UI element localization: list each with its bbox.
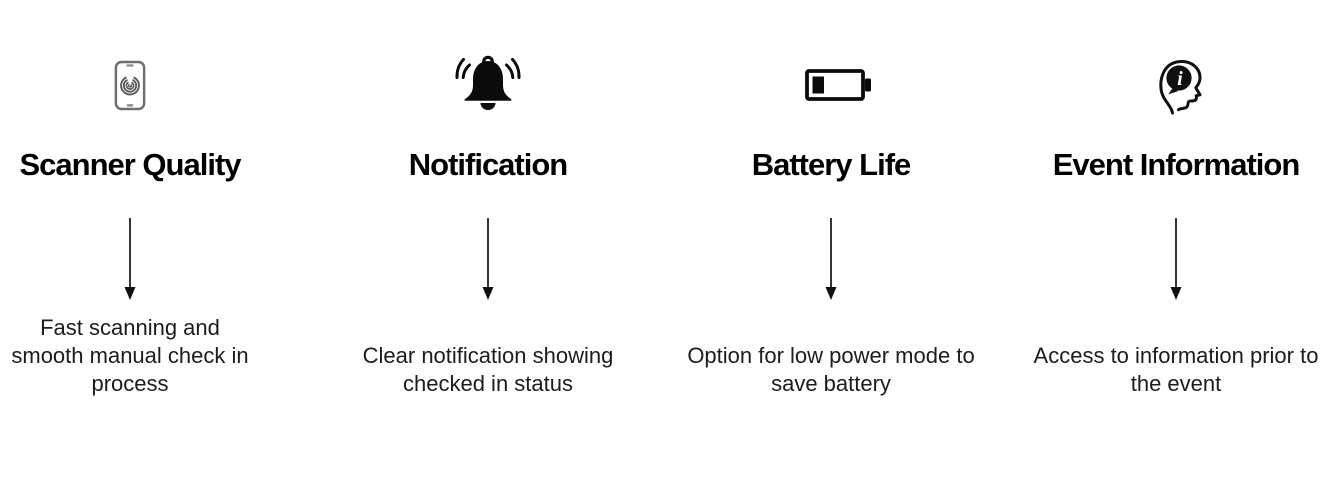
feature-description-box: Access to information prior to the event — [996, 290, 1330, 398]
feature-title: Notification — [408, 147, 569, 182]
down-arrow — [824, 218, 838, 300]
feature-column-scanner-quality: Scanner Quality Fast scanning and smooth… — [0, 0, 310, 498]
down-arrow — [481, 218, 495, 300]
down-arrow — [1169, 218, 1183, 300]
feature-title: Battery Life — [751, 147, 912, 182]
feature-icon-box — [308, 50, 668, 120]
notification-bell-icon — [455, 55, 521, 110]
feature-column-battery-life: Battery Life Option for low power mode t… — [651, 0, 1011, 498]
feature-description: Fast scanning and smooth manual check in… — [11, 315, 249, 396]
down-arrow-icon — [825, 218, 837, 300]
down-arrow-icon — [1170, 218, 1182, 300]
info-glyph: i — [1177, 69, 1183, 90]
head-information-icon: i — [1159, 60, 1202, 115]
feature-description-box: Fast scanning and smooth manual check in… — [0, 290, 310, 398]
down-arrow — [123, 218, 137, 300]
phone-scanner-icon — [114, 60, 146, 110]
feature-column-notification: Notification Clear notification showing … — [308, 0, 668, 498]
feature-title: Scanner Quality — [19, 147, 241, 182]
down-arrow-icon — [124, 218, 136, 300]
feature-icon-box — [651, 50, 1011, 120]
feature-description: Clear notification showing checked in st… — [362, 343, 614, 396]
feature-description-box: Option for low power mode to save batter… — [651, 290, 1011, 398]
feature-title: Event Information — [1052, 147, 1301, 182]
feature-description: Option for low power mode to save batter… — [687, 343, 975, 396]
feature-icon-box — [0, 50, 310, 120]
feature-icon-box: i — [996, 50, 1330, 120]
battery-icon — [805, 69, 871, 101]
feature-column-event-information: i Event Information Access to informatio… — [996, 0, 1330, 498]
feature-description: Access to information prior to the event — [1033, 343, 1319, 396]
feature-description-box: Clear notification showing checked in st… — [308, 290, 668, 398]
down-arrow-icon — [482, 218, 494, 300]
